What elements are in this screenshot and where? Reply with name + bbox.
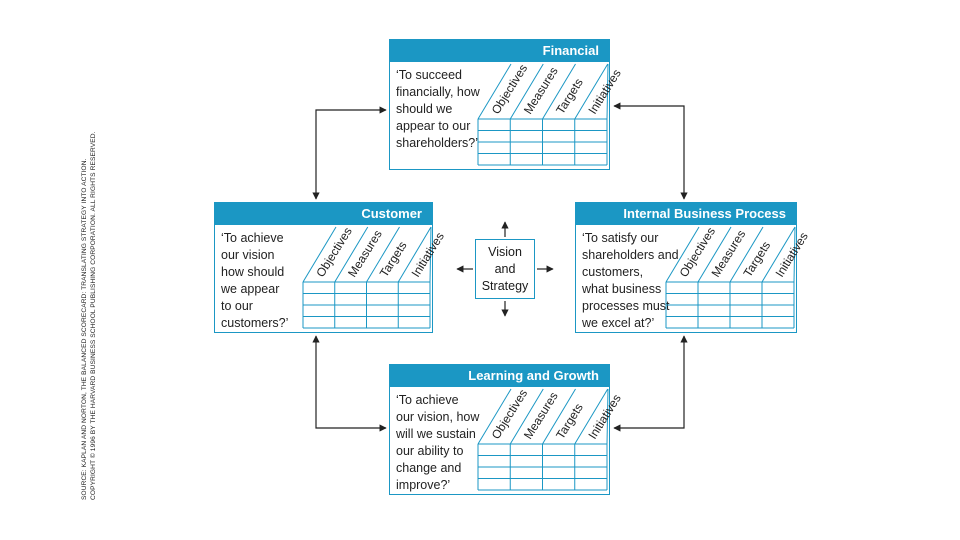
financial-header-slant-line <box>574 63 609 120</box>
learning-header-slant-line <box>574 388 609 445</box>
arrow-internal-learning <box>613 335 688 432</box>
learning-title: Learning and Growth <box>390 365 609 387</box>
internal-header-slant-line <box>697 226 732 283</box>
vision-strategy-box: Vision and Strategy <box>475 239 535 299</box>
financial-panel: Financial ‘To succeed financially, how s… <box>389 39 624 170</box>
financial-question: ‘To succeed financially, how should we a… <box>396 68 480 150</box>
internal-question: ‘To satisfy our shareholders and custome… <box>582 231 679 330</box>
customer-header-slant-line <box>429 226 432 283</box>
customer-title: Customer <box>215 203 432 225</box>
financial-col-header-targets: Targets <box>553 76 586 117</box>
financial-header-slant-line <box>606 63 609 120</box>
internal-header-slant-line <box>793 226 796 283</box>
arrow-financial-customer <box>312 106 387 200</box>
internal-col-header-targets: Targets <box>741 239 774 280</box>
internal-title: Internal Business Process <box>576 203 796 225</box>
learning-growth-panel: Learning and Growth ‘To achieve our visi… <box>389 364 624 495</box>
customer-header-slant-line <box>397 226 432 283</box>
customer-header-slant-line <box>302 226 337 283</box>
financial-header-slant-line <box>509 63 544 120</box>
learning-header-slant-line <box>509 388 544 445</box>
learning-header-slant-line <box>477 388 512 445</box>
vision-line-1: Vision <box>488 245 522 259</box>
arrow-customer-learning <box>312 335 387 432</box>
arrow-financial-internal <box>613 102 688 200</box>
learning-question: ‘To achieve our vision, how will we sust… <box>396 393 480 492</box>
learning-header-slant-line <box>542 388 576 445</box>
vision-line-2: and <box>494 262 516 276</box>
internal-business-process-panel: Internal Business Process ‘To satisfy ou… <box>575 202 811 333</box>
vision-line-3: Strategy <box>481 279 529 293</box>
customer-question: ‘To achieve our vision how should we app… <box>221 231 289 330</box>
customer-col-header-targets: Targets <box>377 239 410 280</box>
learning-header-slant-line <box>606 388 609 445</box>
internal-header-slant-line <box>761 226 796 283</box>
internal-header-slant-line <box>729 226 764 283</box>
customer-header-slant-line <box>334 226 369 283</box>
customer-header-slant-line <box>366 226 400 283</box>
customer-panel: Customer ‘To achieve our vision how shou… <box>214 202 447 333</box>
internal-header-slant-line <box>665 226 700 283</box>
financial-header-slant-line <box>477 63 512 120</box>
financial-header-slant-line <box>542 63 576 120</box>
financial-title: Financial <box>390 40 609 62</box>
learning-col-header-targets: Targets <box>553 401 586 442</box>
